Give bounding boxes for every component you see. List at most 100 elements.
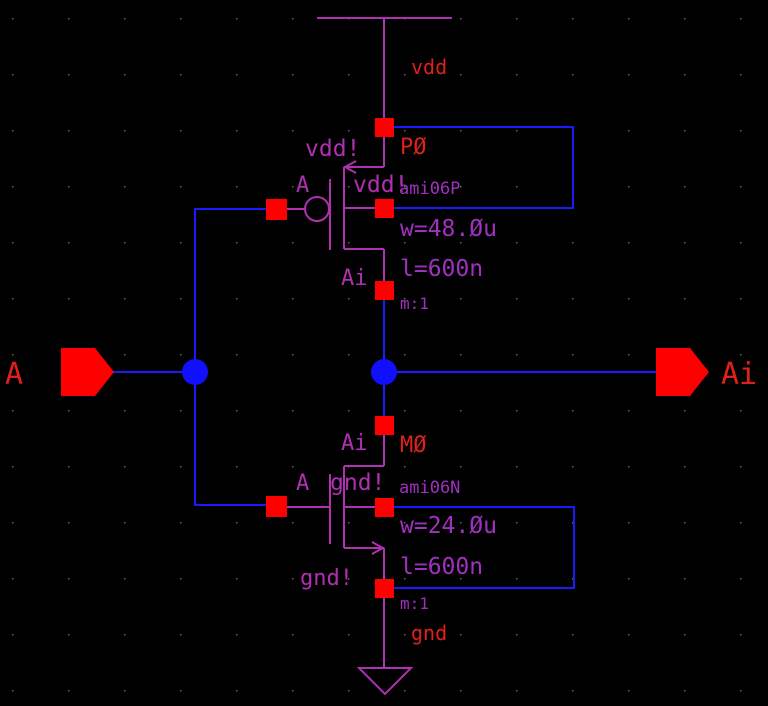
grid-dot [68, 74, 70, 76]
grid-dot [460, 690, 462, 692]
grid-dot [572, 410, 574, 412]
grid-dot [348, 74, 350, 76]
grid-dot [12, 74, 14, 76]
input-net-wire[interactable] [112, 208, 268, 506]
pmos-drain-terminal[interactable] [375, 281, 394, 300]
nmos-model-name: ami06N [399, 478, 460, 498]
grid-dot [460, 466, 462, 468]
grid-dot [684, 18, 686, 20]
grid-dot [460, 186, 462, 188]
nmos-instance-name: MØ [400, 433, 427, 458]
pmos-bulk-wire[interactable] [384, 126, 574, 209]
grid-dot [740, 634, 742, 636]
grid-dot [180, 130, 182, 132]
grid-dot [180, 298, 182, 300]
grid-dot [180, 578, 182, 580]
input-pin-arrow-icon[interactable] [61, 348, 114, 396]
grid-dot [516, 242, 518, 244]
grid-dot [628, 634, 630, 636]
pmos-gate-bubble-icon [304, 196, 330, 222]
grid-dot [68, 242, 70, 244]
grid-dot [236, 130, 238, 132]
grid-dot [68, 634, 70, 636]
grid-dot [684, 578, 686, 580]
grid-dot [348, 242, 350, 244]
grid-dot [236, 634, 238, 636]
grid-dot [124, 690, 126, 692]
grid-dot [516, 18, 518, 20]
grid-dot [68, 522, 70, 524]
vdd-supply-symbol[interactable] [317, 17, 452, 118]
grid-dot [628, 578, 630, 580]
pmos-model-name: ami06P [399, 179, 460, 199]
grid-dot [124, 578, 126, 580]
pmos-source-terminal[interactable] [375, 118, 394, 137]
nmos-bulk-terminal[interactable] [375, 498, 394, 517]
grid-dot [68, 578, 70, 580]
nmos-source-net-label: gnd! [300, 566, 353, 591]
gnd-label: gnd [411, 621, 447, 645]
grid-dot [180, 242, 182, 244]
grid-dot [404, 298, 406, 300]
grid-dot [348, 354, 350, 356]
grid-dot [684, 634, 686, 636]
nmos-bulk-wire[interactable] [393, 506, 575, 589]
grid-dot [516, 522, 518, 524]
output-pin-arrow-icon[interactable] [656, 348, 709, 396]
pmos-transistor-symbol[interactable] [286, 136, 385, 281]
grid-dot [236, 186, 238, 188]
pmos-bulk-terminal[interactable] [375, 199, 394, 218]
grid-dot [180, 18, 182, 20]
grid-dot [124, 186, 126, 188]
nmos-multiplier-param: m:1 [400, 594, 429, 613]
gnd-supply-symbol[interactable] [356, 597, 414, 696]
grid-dot [740, 74, 742, 76]
output-pin-label: Ai [721, 357, 757, 392]
output-junction-dot[interactable] [371, 359, 397, 385]
grid-dot [348, 298, 350, 300]
grid-dot [404, 354, 406, 356]
grid-dot [348, 578, 350, 580]
grid-dot [12, 410, 14, 412]
nmos-drain-terminal[interactable] [375, 416, 394, 435]
grid-dot [236, 298, 238, 300]
grid-dot [236, 74, 238, 76]
nmos-source-terminal[interactable] [375, 579, 394, 598]
grid-dot [348, 186, 350, 188]
pmos-bulk-net-label: vdd! [353, 172, 408, 198]
grid-dot [292, 522, 294, 524]
grid-dot [684, 522, 686, 524]
grid-dot [684, 466, 686, 468]
grid-dot [740, 242, 742, 244]
grid-dot [180, 690, 182, 692]
nmos-bulk-net-label: gnd! [330, 470, 385, 496]
grid-dot [404, 242, 406, 244]
grid-dot [740, 522, 742, 524]
input-junction-dot[interactable] [182, 359, 208, 385]
nmos-transistor-symbol[interactable] [286, 434, 386, 580]
grid-dot [516, 578, 518, 580]
grid-dot [180, 522, 182, 524]
grid-dot [404, 690, 406, 692]
grid-dot [236, 466, 238, 468]
output-net-wire[interactable] [383, 299, 656, 416]
grid-dot [628, 522, 630, 524]
grid-dot [292, 242, 294, 244]
pmos-drain-net-label: Ai [341, 266, 368, 291]
pmos-gate-net-label: A [296, 173, 309, 198]
grid-dot [180, 466, 182, 468]
nmos-width-param: w=24.Øu [400, 513, 497, 539]
grid-dot [572, 18, 574, 20]
grid-dot [292, 298, 294, 300]
grid-dot [684, 298, 686, 300]
pmos-gate-terminal[interactable] [266, 199, 287, 220]
grid-dot [404, 634, 406, 636]
nmos-gate-terminal[interactable] [266, 496, 287, 517]
grid-dot [740, 690, 742, 692]
grid-dot [68, 466, 70, 468]
grid-dot [292, 74, 294, 76]
grid-dot [572, 298, 574, 300]
grid-dot [348, 130, 350, 132]
grid-dot [292, 466, 294, 468]
